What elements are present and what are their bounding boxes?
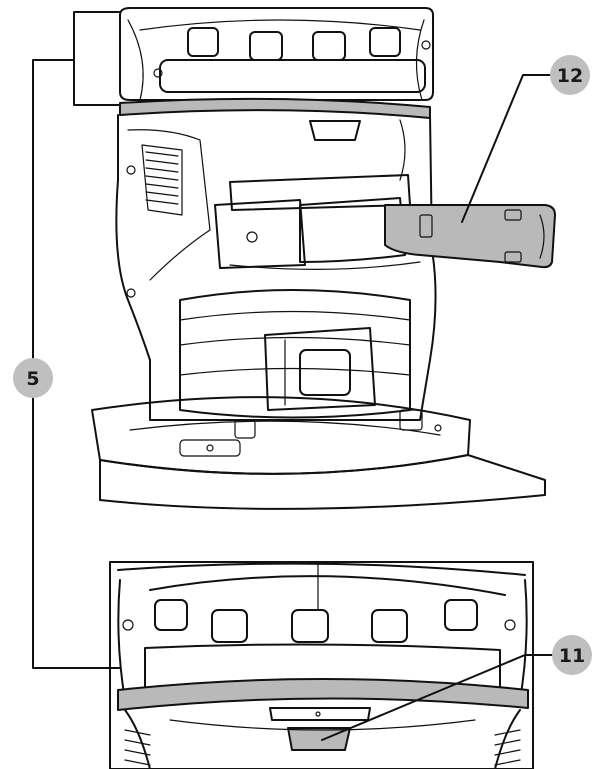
clamp-lever (384, 204, 556, 269)
bracket-callout-5 (32, 11, 121, 669)
callout-11-label: 11 (559, 645, 585, 667)
upper-vent-ring (119, 7, 434, 101)
motor-body (115, 114, 437, 421)
callout-12: 12 (550, 55, 590, 95)
callout-12-label: 12 (557, 65, 583, 87)
grey-ring-top (119, 97, 431, 119)
callout-5: 5 (13, 358, 53, 398)
callout-11: 11 (552, 635, 592, 675)
callout-5-circle (13, 358, 53, 398)
detail-tab-grey (287, 727, 351, 751)
callout-12-circle (550, 55, 590, 95)
top-ring-tab (309, 120, 361, 141)
grip-vents (141, 144, 183, 216)
leader-line-12 (461, 74, 569, 223)
router-base (91, 396, 546, 510)
callout-5-label: 5 (26, 368, 39, 390)
detail-view (109, 561, 534, 769)
detail-grip-vents (124, 729, 521, 766)
grey-ring-detail (117, 678, 529, 711)
callout-11-circle (552, 635, 592, 675)
router-top-assembly (32, 7, 556, 669)
